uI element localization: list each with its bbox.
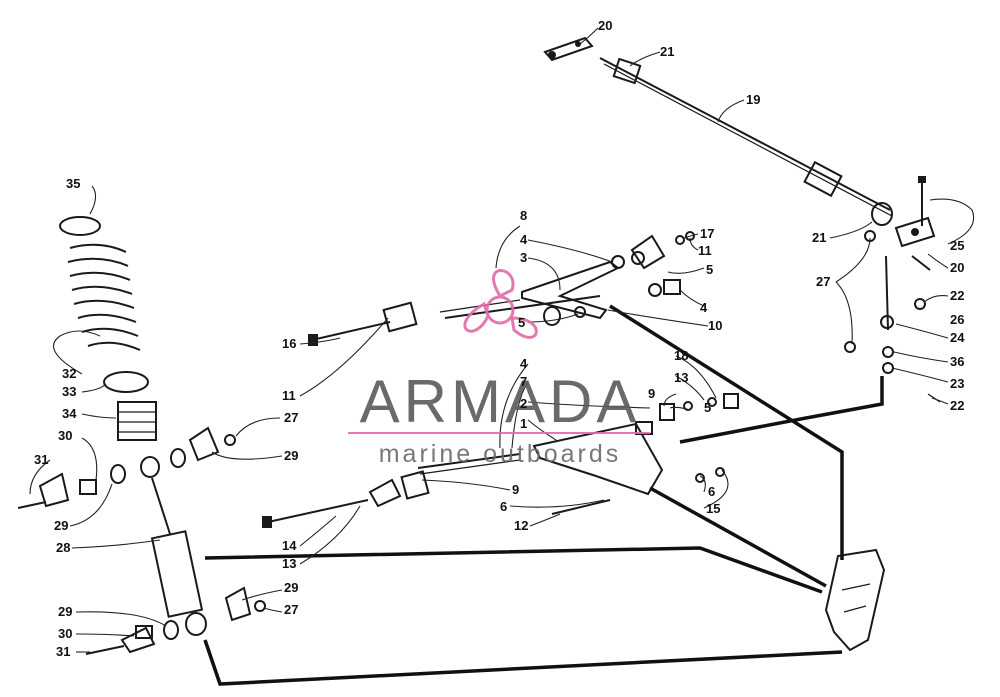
part-callout-21: 21 — [660, 44, 674, 59]
part-callout-1: 1 — [520, 416, 527, 431]
part-callout-12: 12 — [514, 518, 528, 533]
part-callout-14: 14 — [282, 538, 297, 553]
part-callout-6: 6 — [708, 484, 715, 499]
part-callout-22: 22 — [950, 288, 964, 303]
part-callout-7: 7 — [520, 374, 527, 389]
part-callout-6: 6 — [500, 499, 507, 514]
part-callout-29: 29 — [54, 518, 68, 533]
brand-name: ARMADA — [360, 368, 641, 435]
part-callout-11: 11 — [282, 388, 296, 403]
part-callout-33: 33 — [62, 384, 76, 399]
part-callout-5: 5 — [706, 262, 713, 277]
part-callout-32: 32 — [62, 366, 76, 381]
part-callout-17: 17 — [700, 226, 714, 241]
part-callout-4: 4 — [520, 232, 528, 247]
tie-rod-assembly — [543, 36, 941, 403]
propeller-logo-icon — [463, 269, 538, 339]
part-callout-3: 3 — [520, 250, 527, 265]
part-callout-36: 36 — [950, 354, 964, 369]
upper-a-arm — [308, 231, 695, 346]
part-callout-22: 22 — [950, 398, 964, 413]
part-callout-4: 4 — [520, 356, 528, 371]
part-callout-24: 24 — [950, 330, 965, 345]
part-callout-29: 29 — [284, 580, 298, 595]
part-callout-28: 28 — [56, 540, 70, 555]
part-callout-29: 29 — [58, 604, 72, 619]
part-callout-11: 11 — [698, 243, 712, 258]
watermark: ARMADA marine outboards — [348, 269, 650, 468]
part-callout-10: 10 — [708, 318, 722, 333]
part-callouts: 1234445566789910111112131314151617181920… — [34, 18, 965, 659]
part-callout-9: 9 — [648, 386, 655, 401]
part-callout-13: 13 — [674, 370, 688, 385]
part-callout-16: 16 — [282, 336, 296, 351]
part-callout-2: 2 — [520, 396, 527, 411]
part-callout-35: 35 — [66, 176, 80, 191]
part-callout-30: 30 — [58, 428, 72, 443]
part-callout-30: 30 — [58, 626, 72, 641]
assembly-flow-lines — [203, 304, 884, 686]
brand-tagline: marine outboards — [379, 440, 622, 468]
part-callout-31: 31 — [34, 452, 48, 467]
part-callout-15: 15 — [706, 501, 720, 516]
part-callout-27: 27 — [816, 274, 830, 289]
part-callout-13: 13 — [282, 556, 296, 571]
part-callout-20: 20 — [950, 260, 964, 275]
part-callout-21: 21 — [812, 230, 826, 245]
part-callout-9: 9 — [512, 482, 519, 497]
part-callout-19: 19 — [746, 92, 760, 107]
part-callout-31: 31 — [56, 644, 70, 659]
part-callout-5: 5 — [518, 315, 525, 330]
part-callout-27: 27 — [284, 602, 298, 617]
part-callout-8: 8 — [520, 208, 527, 223]
part-callout-4: 4 — [700, 300, 708, 315]
part-callout-26: 26 — [950, 312, 964, 327]
spindle — [824, 548, 886, 652]
part-callout-29: 29 — [284, 448, 298, 463]
part-callout-25: 25 — [950, 238, 964, 253]
part-callout-18: 18 — [674, 348, 688, 363]
part-callout-34: 34 — [62, 406, 77, 421]
part-callout-20: 20 — [598, 18, 612, 33]
part-callout-27: 27 — [284, 410, 298, 425]
coil-over-shock — [17, 216, 266, 655]
part-callout-5: 5 — [704, 400, 711, 415]
part-callout-23: 23 — [950, 376, 964, 391]
leader-lines — [29, 27, 975, 653]
